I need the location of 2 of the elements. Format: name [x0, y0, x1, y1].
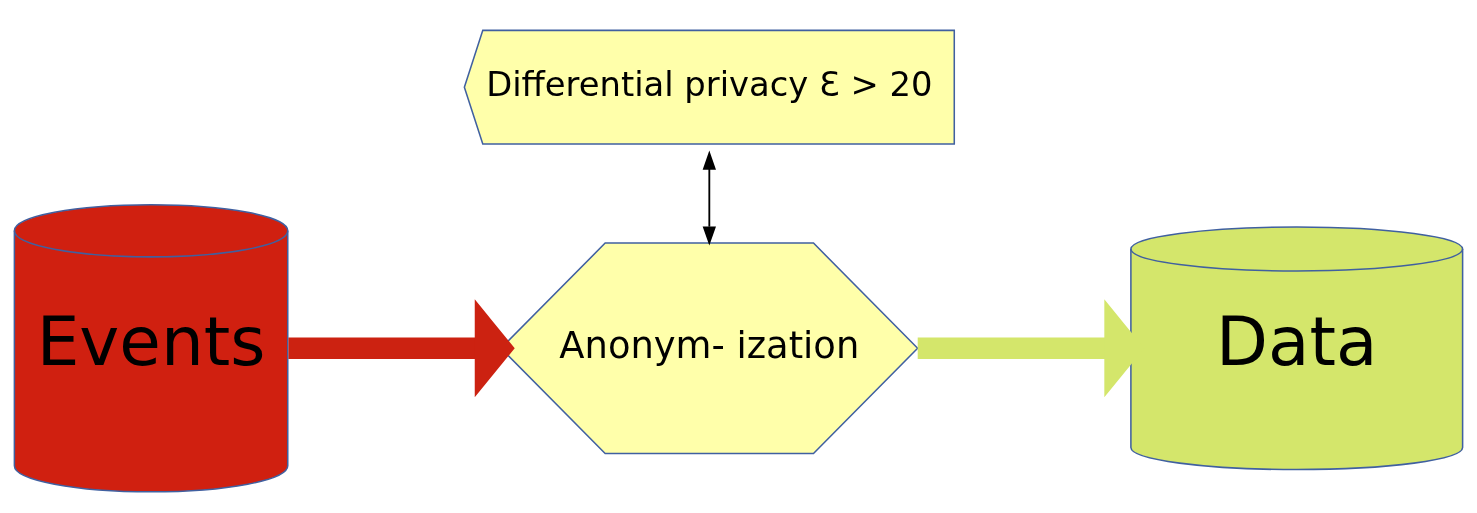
arrow	[288, 299, 515, 398]
arrow	[702, 150, 716, 246]
